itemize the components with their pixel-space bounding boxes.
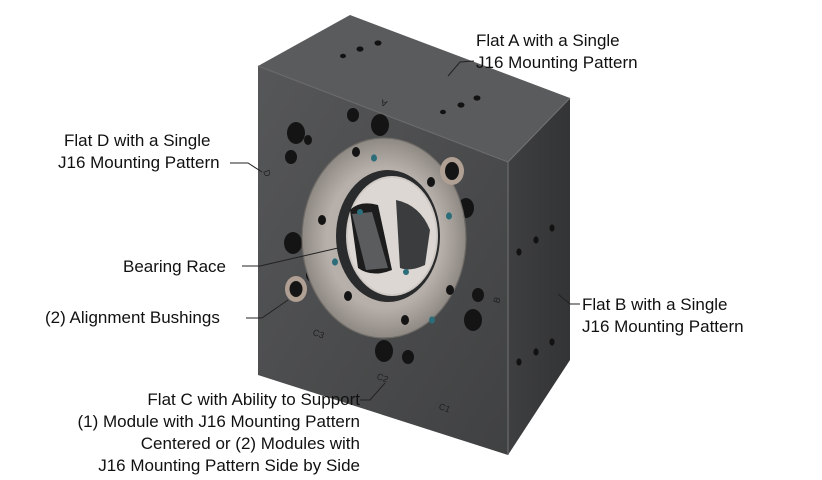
- leader-flat-b: [557, 293, 580, 305]
- flat-b-hole-pattern: [516, 224, 555, 366]
- engraved-a: A: [379, 97, 388, 108]
- label-flat-c-line3: Centered or (2) Modules with: [140, 434, 360, 453]
- label-flat-b-line2: J16 Mounting Pattern: [582, 317, 744, 336]
- label-flat-c: Flat C with Ability to Support (1) Modul…: [77, 389, 360, 477]
- label-alignment-bushings-line1: (2) Alignment Bushings: [45, 308, 220, 327]
- leader-alignment-bushings: [246, 299, 289, 319]
- engraved-c3: C3: [311, 327, 325, 340]
- label-flat-d: Flat D with a Single J16 Mounting Patter…: [58, 130, 220, 174]
- leader-flat-c: [360, 382, 386, 401]
- engraved-b: B: [491, 295, 502, 304]
- label-flat-a-line2: J16 Mounting Pattern: [476, 53, 638, 72]
- leader-bearing-race: [242, 247, 339, 267]
- plate-top-face: [258, 15, 570, 162]
- leader-flat-d: [230, 162, 263, 173]
- label-flat-a-line1: Flat A with a Single: [476, 31, 620, 50]
- engraved-markings: A D B C3 C2 C1: [261, 97, 502, 414]
- label-alignment-bushings: (2) Alignment Bushings: [45, 307, 220, 329]
- front-bolt-holes: [284, 108, 484, 364]
- label-bearing-race: Bearing Race: [123, 256, 226, 278]
- label-bearing-race-line1: Bearing Race: [123, 257, 227, 276]
- engraved-d: D: [261, 168, 273, 178]
- alignment-bushings: [285, 157, 464, 302]
- label-flat-b: Flat B with a Single J16 Mounting Patter…: [582, 294, 744, 338]
- label-flat-a: Flat A with a Single J16 Mounting Patter…: [476, 30, 638, 74]
- label-flat-c-line2: (1) Module with J16 Mounting Pattern: [77, 412, 360, 431]
- label-flat-d-line2: J16 Mounting Pattern: [58, 153, 220, 172]
- label-flat-b-line1: Flat B with a Single: [582, 295, 728, 314]
- label-flat-c-line4: J16 Mounting Pattern Side by Side: [98, 456, 360, 475]
- leader-flat-a: [447, 60, 475, 77]
- leader-lines: [230, 60, 580, 401]
- bearing-race: [301, 137, 467, 339]
- plate-side-face: [508, 98, 570, 455]
- label-flat-d-line1: Flat D with a Single: [64, 131, 211, 150]
- engraved-c2: C2: [375, 371, 389, 384]
- flat-a-hole-pattern: [340, 40, 481, 115]
- engraved-c1: C1: [437, 401, 451, 414]
- label-flat-c-line1: Flat C with Ability to Support: [147, 390, 360, 409]
